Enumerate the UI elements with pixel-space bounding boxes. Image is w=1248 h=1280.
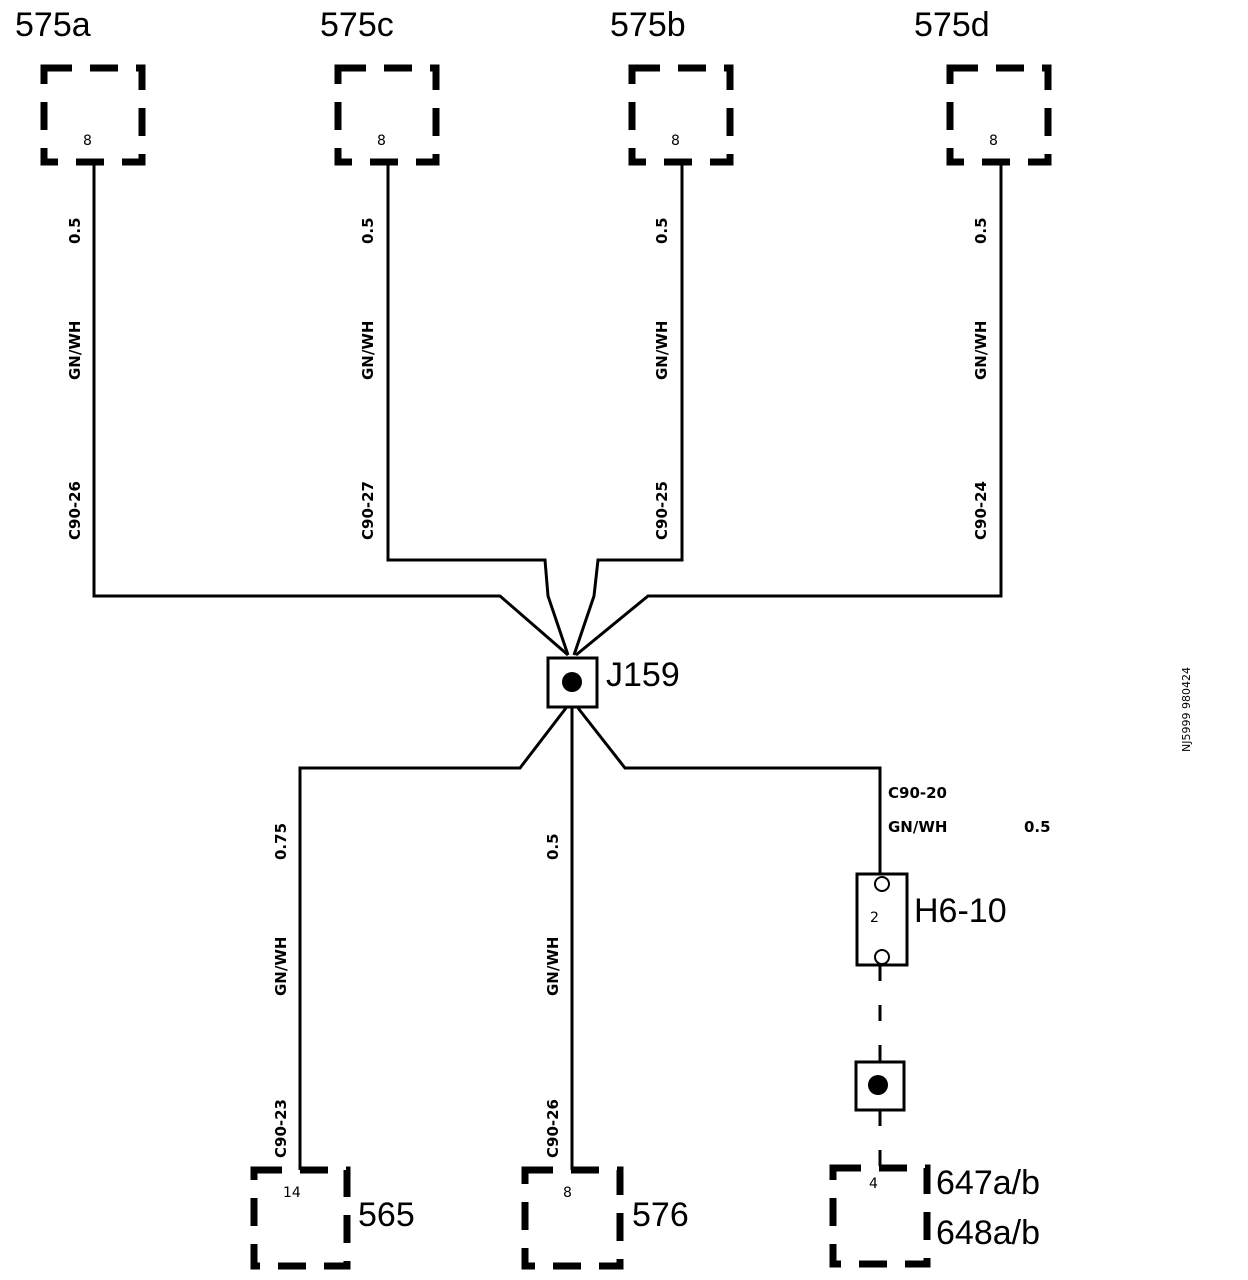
connector-label-575a: 575a bbox=[15, 6, 91, 44]
wire-color: GN/WH bbox=[359, 321, 377, 380]
junction-j159[interactable] bbox=[546, 656, 599, 709]
connector-label-565: 565 bbox=[358, 1196, 415, 1234]
wire-label-575d: 0.5 GN/WH C90-24 bbox=[972, 217, 990, 540]
wire-size: 0.5 bbox=[544, 833, 562, 860]
wire-circuit: C90-25 bbox=[653, 481, 671, 540]
wire-color: GN/WH bbox=[972, 321, 990, 380]
wire-575d[interactable] bbox=[575, 162, 1003, 657]
connector-label-575c: 575c bbox=[320, 6, 394, 44]
wire-circuit: C90-24 bbox=[972, 481, 990, 540]
wire-circuit: C90-23 bbox=[272, 1099, 290, 1158]
wire-color: GN/WH bbox=[653, 321, 671, 380]
connector-575d[interactable]: 8 bbox=[946, 64, 1052, 166]
connector-576[interactable]: 8 bbox=[521, 1166, 624, 1270]
connector-label-575d: 575d bbox=[914, 6, 990, 44]
connector-575a[interactable]: 8 bbox=[40, 64, 146, 166]
inline-connector-h6-10[interactable]: 2 bbox=[855, 872, 909, 967]
connector-label-648: 648a/b bbox=[936, 1214, 1040, 1252]
pin-label: 14 bbox=[283, 1185, 301, 1201]
wire-color-h6-10: GN/WH bbox=[888, 818, 947, 836]
drawing-id: NJ5999 980424 bbox=[1180, 667, 1193, 752]
wire-color: GN/WH bbox=[272, 937, 290, 996]
pin-label: 8 bbox=[671, 133, 680, 149]
wire-size: 0.5 bbox=[359, 217, 377, 244]
pin-label: 2 bbox=[870, 910, 879, 926]
wire-size: 0.5 bbox=[653, 217, 671, 244]
connector-label-576: 576 bbox=[632, 1196, 689, 1234]
pin-hole-top bbox=[874, 876, 890, 892]
connector-label-647: 647a/b bbox=[936, 1164, 1040, 1202]
pin-label: 8 bbox=[83, 133, 92, 149]
wire-575a[interactable] bbox=[92, 162, 569, 657]
wire-label-575b: 0.5 GN/WH C90-25 bbox=[653, 217, 671, 540]
pin-label: 8 bbox=[377, 133, 386, 149]
wire-label-576: 0.5 GN/WH C90-26 bbox=[544, 833, 562, 1158]
wire-h6-10[interactable] bbox=[576, 707, 882, 874]
junction-label: J159 bbox=[606, 656, 680, 694]
connector-565[interactable]: 14 bbox=[250, 1166, 351, 1270]
pin-hole-bottom bbox=[874, 949, 890, 965]
splice-box[interactable] bbox=[854, 1060, 906, 1112]
pin-label: 8 bbox=[563, 1185, 572, 1201]
wire-color: GN/WH bbox=[66, 321, 84, 380]
wire-circuit-h6-10: C90-20 bbox=[888, 784, 947, 802]
wire-575b[interactable] bbox=[572, 162, 684, 656]
drawing-id-text: NJ5999 980424 bbox=[1180, 667, 1193, 752]
connector-647-648[interactable]: 4 bbox=[829, 1164, 931, 1268]
wire-label-575c: 0.5 GN/WH C90-27 bbox=[359, 217, 377, 540]
wire-size-h6-10: 0.5 bbox=[1024, 818, 1051, 836]
inline-connector-label: H6-10 bbox=[914, 892, 1007, 930]
wire-size: 0.75 bbox=[272, 823, 290, 860]
wire-color: GN/WH bbox=[544, 937, 562, 996]
splice-dot bbox=[868, 1075, 888, 1095]
connector-575b[interactable]: 8 bbox=[628, 64, 734, 166]
wire-label-565: 0.75 GN/WH C90-23 bbox=[272, 823, 290, 1158]
splice-dot bbox=[562, 672, 582, 692]
wire-size: 0.5 bbox=[972, 217, 990, 244]
connector-575c[interactable]: 8 bbox=[334, 64, 440, 166]
pin-label: 8 bbox=[989, 133, 998, 149]
wire-size: 0.5 bbox=[66, 217, 84, 244]
wire-575c[interactable] bbox=[386, 162, 570, 656]
pin-label: 4 bbox=[869, 1176, 878, 1192]
wire-565[interactable] bbox=[298, 707, 568, 1170]
wire-circuit: C90-26 bbox=[66, 481, 84, 540]
connector-label-575b: 575b bbox=[610, 6, 686, 44]
wire-circuit: C90-27 bbox=[359, 481, 377, 540]
wire-label-575a: 0.5 GN/WH C90-26 bbox=[66, 217, 84, 540]
wire-circuit: C90-26 bbox=[544, 1099, 562, 1158]
